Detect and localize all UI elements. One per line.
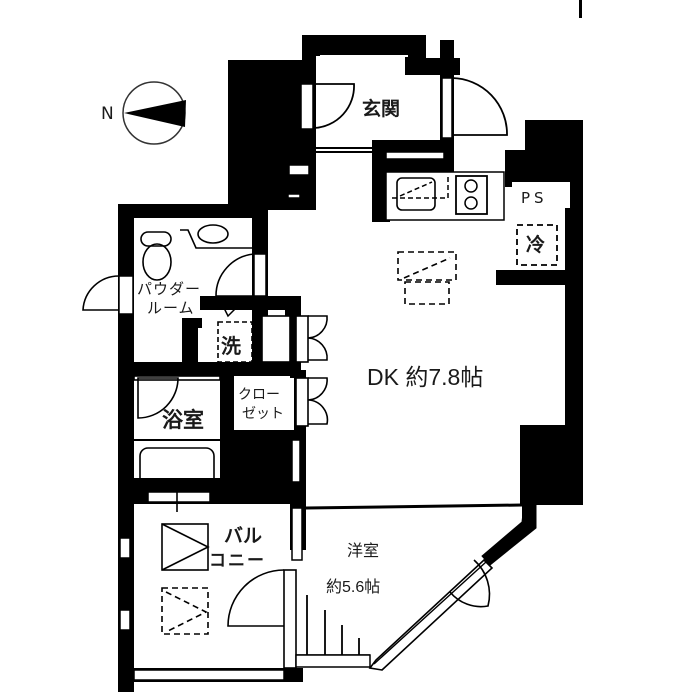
room-label-closet-line1: クロー [238,387,280,403]
room-label-pipe-space: PS [521,189,548,207]
compass-icon [122,81,186,145]
refrigerator-space [516,224,558,266]
room-label-balcony-line2: コニー [209,551,266,571]
room-label-balcony-line1: バル [224,525,263,547]
toilet-icon [140,231,172,281]
room-label-western-room-size: 約5.6帖 [326,579,381,596]
room-label-washer: 洗 [221,334,241,358]
powder-doors [82,253,267,318]
table-outline [397,251,457,305]
room-label-closet-line2: ゼット [242,406,284,422]
closet-doors [234,315,329,430]
bathroom-fixtures [133,375,221,512]
washer-space [217,321,253,363]
compass-north-label: N [101,104,114,124]
room-label-bathroom: 浴室 [162,408,204,432]
corner-mark [579,0,582,18]
balcony-fixtures [161,523,297,669]
pipe-space [512,182,570,208]
room-label-entrance: 玄関 [362,98,401,120]
entrance-area [300,52,508,153]
room-label-powder-line2: ルーム [147,299,195,317]
sink-icon [180,224,252,249]
western-room-outline [295,503,537,671]
windows [119,151,445,681]
room-label-powder-line1: パウダー [137,280,202,298]
room-label-refrigerator: 冷 [526,234,546,256]
kitchen-counter [385,171,505,221]
room-label-western-room: 洋室 [347,541,380,560]
room-label-dining-kitchen: DK 約7.8帖 [367,364,484,390]
